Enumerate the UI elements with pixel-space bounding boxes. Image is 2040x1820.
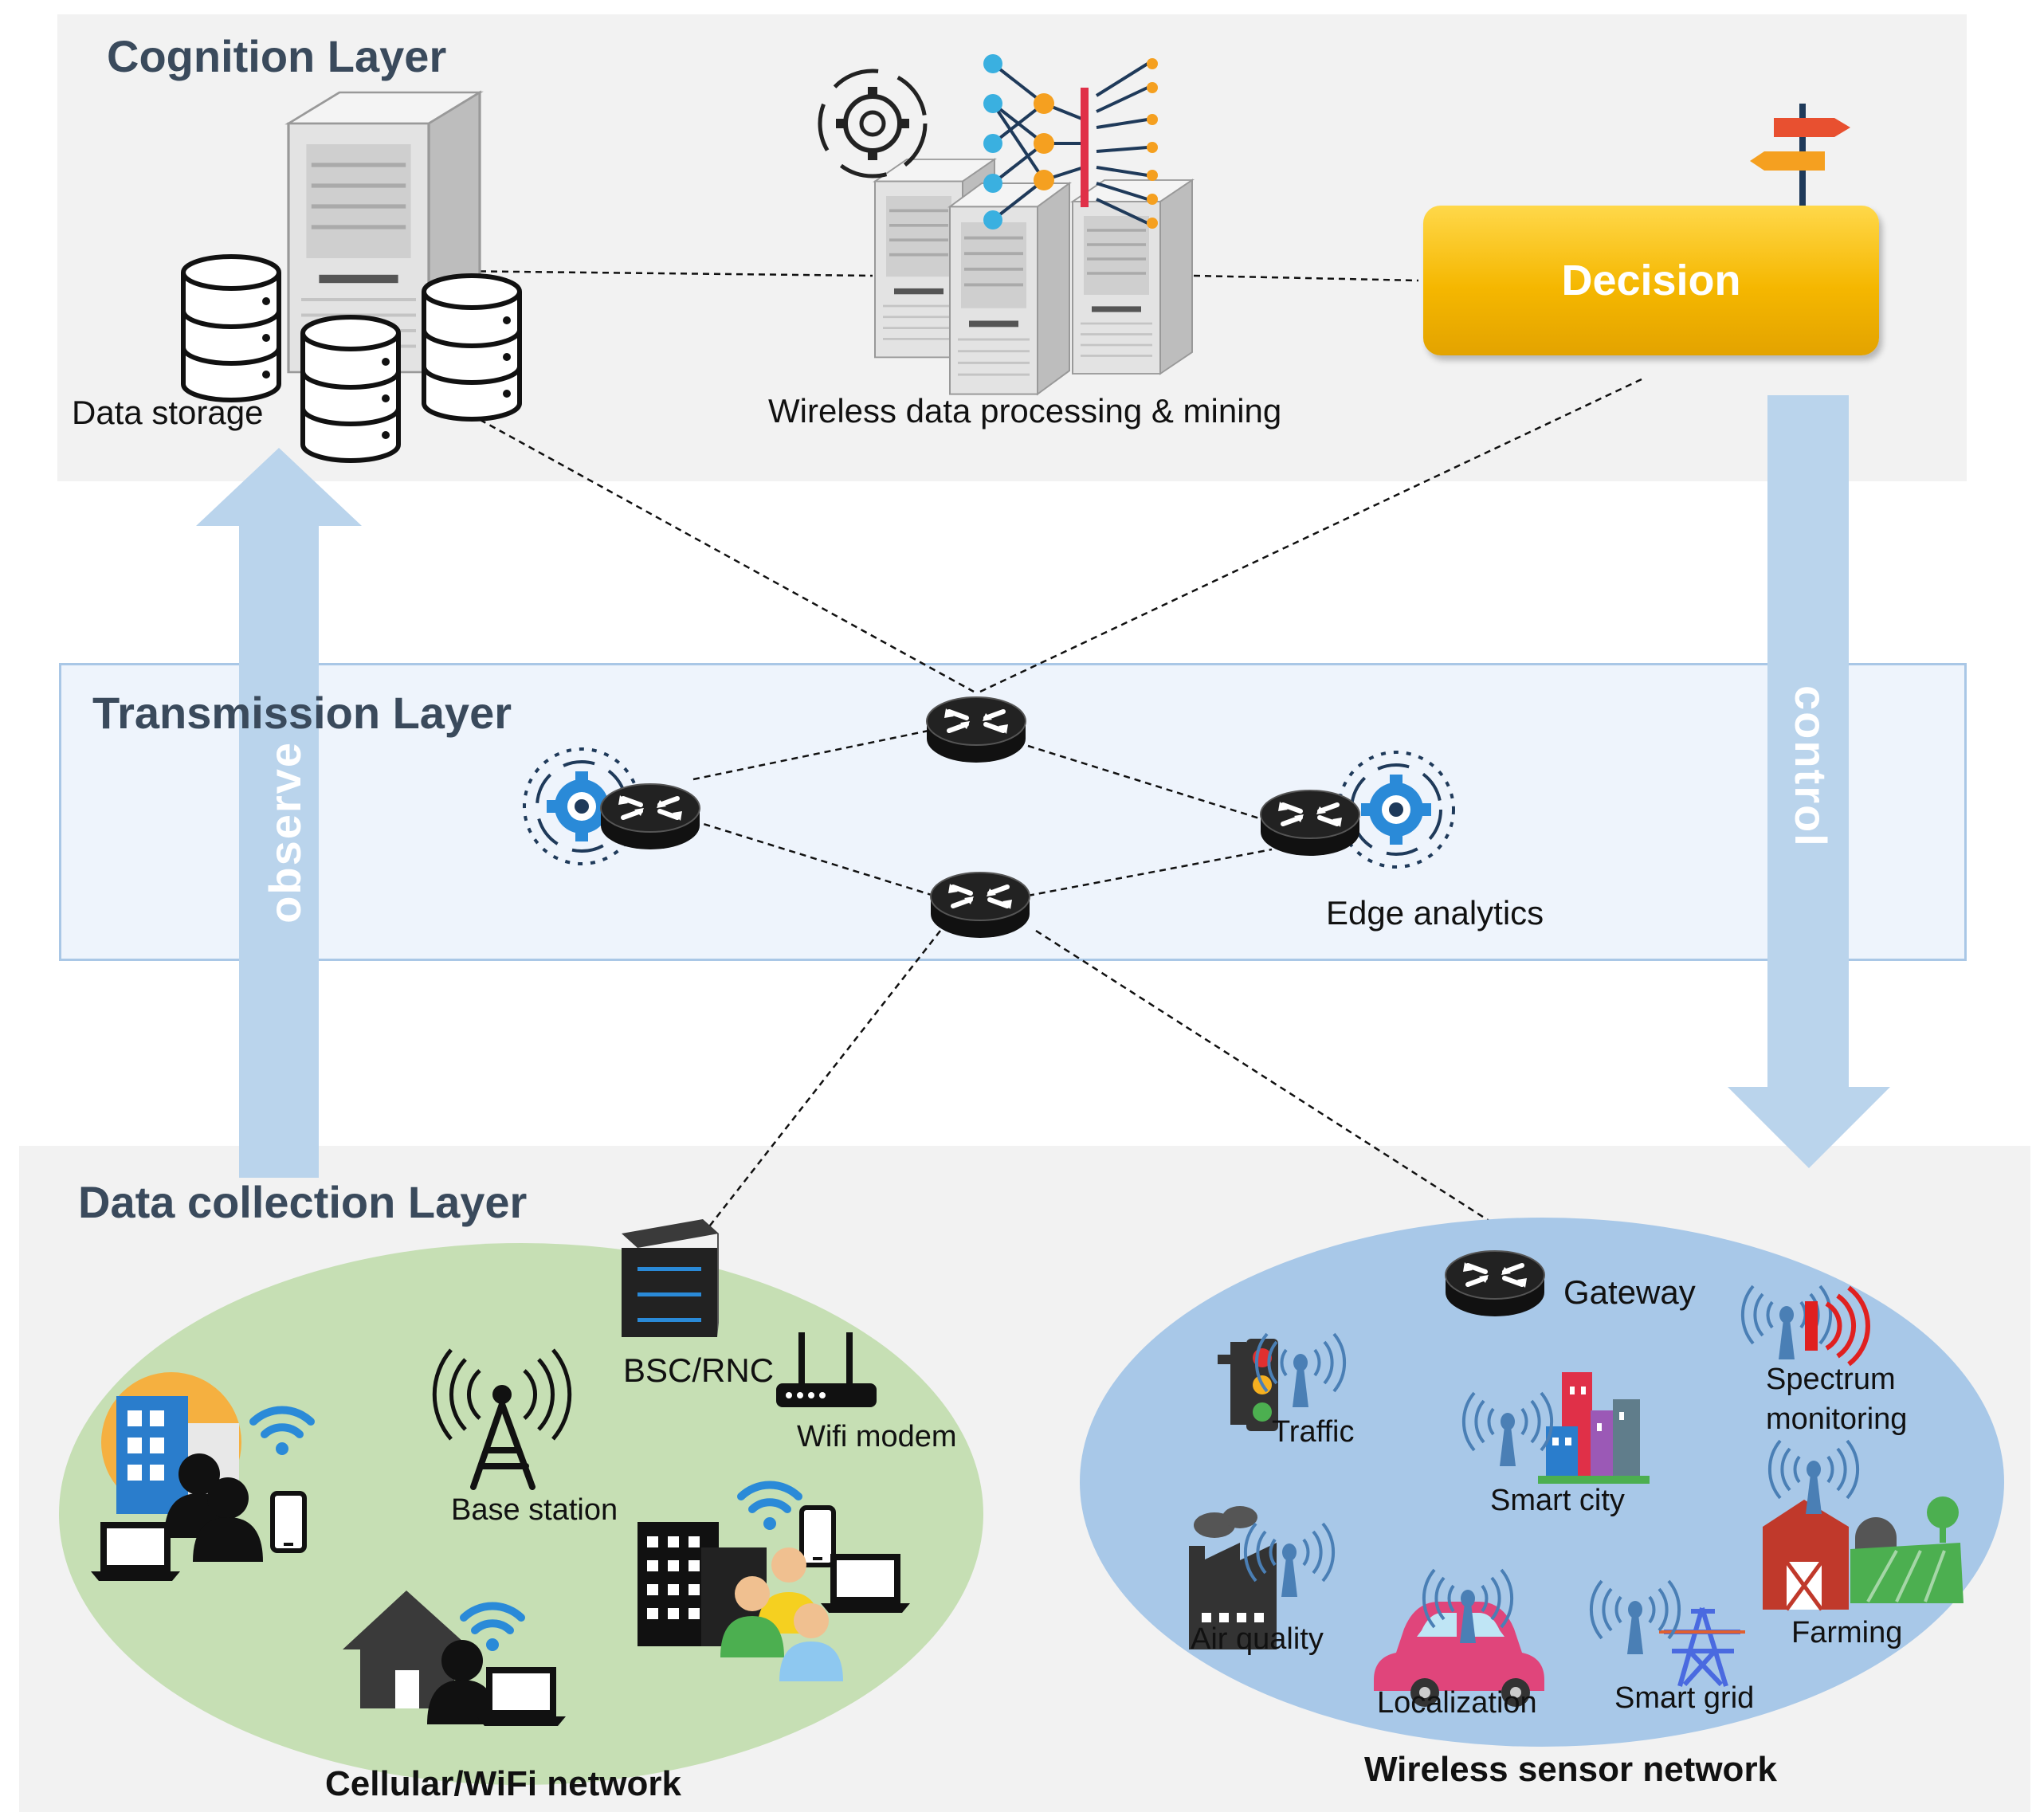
city-office-icon [638,1508,910,1681]
car-icon [1374,1602,1544,1707]
bsc-rnc-label: BSC/RNC [623,1351,775,1389]
edge-analytics-label: Edge analytics [1326,894,1544,932]
monitoring-label: monitoring [1766,1402,1908,1436]
processing-servers-icon [873,158,1194,396]
gateway-router-icon [1446,1251,1544,1316]
router-icon-right [1261,790,1359,856]
control-arrow [1728,395,1890,1168]
wifi-modem-label: Wifi modem [797,1420,957,1453]
bsc-rack-icon [622,1219,719,1337]
signpost-icon [1750,104,1850,233]
neural-network-icon [983,54,1158,229]
gear-cycle-icon [818,69,928,178]
localization-label: Localization [1377,1686,1537,1720]
base-station-label: Base station [451,1493,618,1527]
cellular-network-caption: Cellular/WiFi network [325,1764,682,1803]
router-icon-2 [931,873,1030,938]
transmission-layer-title: Transmission Layer [92,688,512,738]
air-quality-label: Air quality [1191,1622,1324,1656]
observe-arrow [196,448,362,1178]
farming-label: Farming [1791,1616,1903,1649]
cognition-layer-title: Cognition Layer [107,31,447,81]
gateway-label: Gateway [1563,1273,1696,1311]
data-collection-layer-title: Data collection Layer [78,1177,528,1227]
wireless-sensor-network-caption: Wireless sensor network [1364,1750,1778,1789]
observe-label: observe [260,741,310,924]
database-icon-1 [183,257,279,400]
office-building-group-icon [91,1372,304,1581]
data-storage-label: Data storage [72,394,264,431]
spectrum-signal-icon [1805,1285,1870,1367]
processing-label: Wireless data processing & mining [768,392,1282,430]
wifi-modem-icon [776,1332,877,1407]
database-icon-3 [424,276,520,419]
factory-icon [1189,1506,1277,1649]
house-icon [343,1591,566,1726]
router-icon-1 [927,697,1026,763]
spectrum-label: Spectrum [1766,1363,1896,1396]
control-label: control [1786,685,1836,848]
decision-box: Decision [1423,206,1879,355]
smart-city-label: Smart city [1490,1484,1625,1517]
base-station-tower-icon [432,1348,572,1490]
traffic-label: Traffic [1272,1415,1355,1449]
smart-grid-label: Smart grid [1614,1681,1755,1715]
farm-icon [1763,1496,1964,1611]
router-icon-left [601,784,700,849]
database-icon-2 [303,317,398,461]
